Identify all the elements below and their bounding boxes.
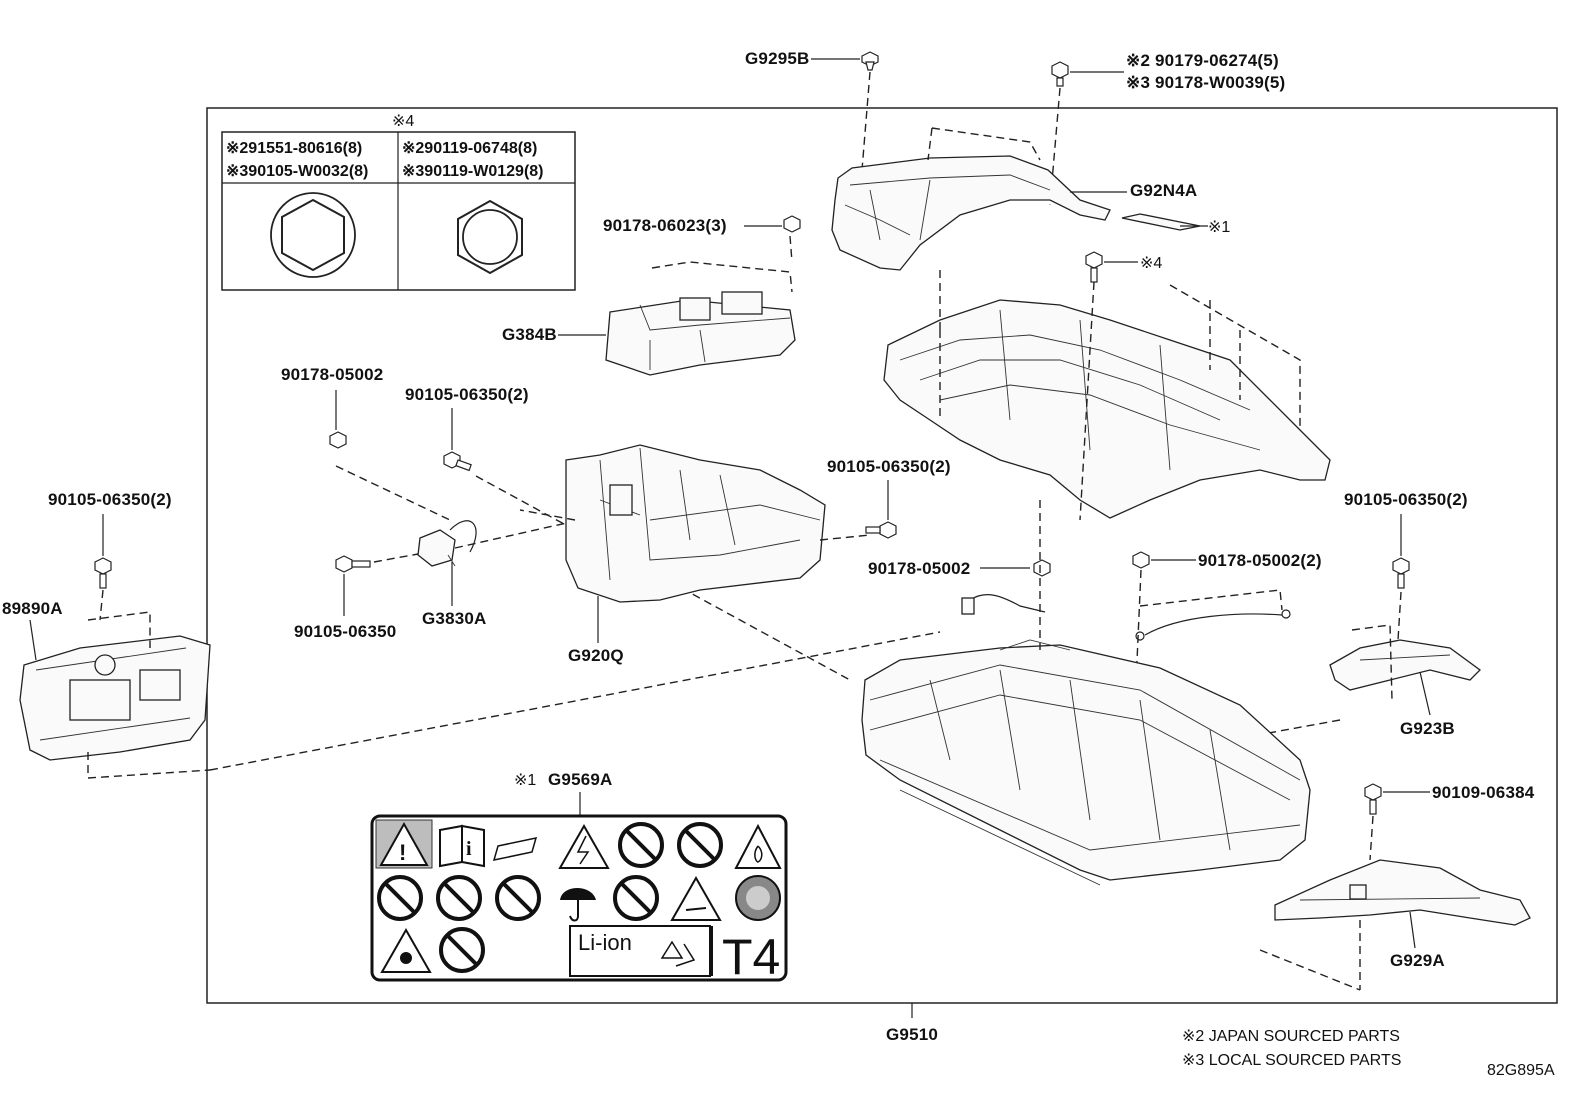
label-cover-bolt-local: ※3 90178-W0039(5)	[1126, 73, 1285, 92]
tool-cell-2: ※290119-06748(8)	[402, 140, 537, 157]
nut-90178-05002-pair[interactable]	[1132, 551, 1150, 569]
label-g9295b: G9295B	[745, 49, 810, 68]
bolt-note4[interactable]	[1085, 251, 1103, 283]
corrosive-icon	[670, 875, 722, 921]
no-disassemble-icon	[377, 875, 423, 921]
battery-stack[interactable]	[861, 500, 1311, 886]
recycle-icon	[660, 940, 696, 967]
li-ion-text: Li-ion	[578, 930, 632, 955]
no-children-icon	[439, 927, 485, 973]
caution-label-strip	[1121, 213, 1201, 231]
label-g923b: G923B	[1400, 719, 1455, 738]
clip-g9295b[interactable]	[861, 51, 879, 71]
bolt-cover-top[interactable]	[1051, 61, 1069, 87]
label-g9569a: G9569A	[548, 770, 613, 789]
no-drop-icon	[495, 875, 541, 921]
tool-cell-4: ※390119-W0129(8)	[402, 163, 544, 180]
hex-socket-icon	[270, 192, 356, 278]
label-bolt-90105-06350: 90105-06350	[294, 622, 396, 641]
flammable-icon	[734, 823, 782, 869]
nut-90178-06023[interactable]	[783, 215, 801, 233]
bolt-90105-06350-single[interactable]	[335, 555, 371, 573]
no-step-icon	[436, 875, 482, 921]
label-bolt-90109-06384: 90109-06384	[1432, 783, 1535, 802]
footnote-japan: ※2 JAPAN SOURCED PARTS	[1182, 1028, 1400, 1045]
no-touch-icon	[618, 822, 664, 868]
label-nut-90178-05002-2: 90178-05002(2)	[1198, 551, 1322, 570]
label-nut-90178-05002-b: 90178-05002	[868, 559, 970, 578]
svg-text:!: !	[399, 840, 406, 865]
label-g3830a: G3830A	[422, 609, 487, 628]
bolt-90105-06350-a[interactable]	[443, 451, 472, 472]
tool-cell-3: ※390105-W0032(8)	[226, 163, 368, 180]
manual-icon: i	[439, 824, 485, 868]
label-bolt-90105-06350-2b: 90105-06350(2)	[827, 457, 951, 476]
battery-ecu-89890a[interactable]	[19, 589, 211, 779]
label-g384b: G384B	[502, 325, 557, 344]
svg-text:i: i	[466, 838, 472, 860]
bolt-ecu[interactable]	[94, 557, 112, 589]
footnote-local: ※3 LOCAL SOURCED PARTS	[1182, 1052, 1401, 1069]
label-g920q: G920Q	[568, 646, 624, 665]
label-bolt-90105-06350-2a: 90105-06350(2)	[405, 385, 529, 404]
hex-nut-icon	[457, 199, 523, 275]
cable-short[interactable]	[961, 594, 1046, 615]
bolt-90109-06384[interactable]	[1364, 783, 1382, 815]
bracket-g920q[interactable]	[519, 444, 871, 603]
keep-dry-icon	[560, 888, 596, 922]
nut-90178-05002-center[interactable]	[1033, 559, 1051, 577]
no-water-icon	[613, 875, 659, 921]
battery-upper-cover[interactable]	[883, 270, 1331, 521]
no-fire-icon	[677, 822, 723, 868]
junction-box-g384b[interactable]	[605, 235, 796, 376]
tool-table-note: ※4	[392, 113, 414, 130]
bolt-g923b[interactable]	[1392, 557, 1410, 589]
bolt-90105-06350-b[interactable]	[865, 521, 897, 539]
bracket-g923b[interactable]	[1329, 591, 1481, 701]
upper-cover-g92n4a[interactable]	[831, 127, 1111, 271]
tool-cell-1: ※291551-80616(8)	[226, 140, 362, 157]
battery-tag-icon	[492, 837, 538, 861]
label-note4: ※4	[1140, 255, 1162, 272]
label-nut-90178-06023: 90178-06023(3)	[603, 216, 727, 235]
label-g92n4a: G92N4A	[1130, 181, 1197, 200]
bracket-g929a[interactable]	[1259, 859, 1531, 991]
high-voltage-icon	[558, 823, 610, 869]
label-89890a: 89890A	[2, 599, 63, 618]
label-g9510: G9510	[886, 1025, 938, 1044]
explosive-icon	[380, 927, 432, 973]
recycle-mark-icon	[735, 875, 781, 921]
label-bolt-90105-06350-2c: 90105-06350(2)	[48, 490, 172, 509]
cable-long[interactable]	[1135, 589, 1291, 641]
label-cover-bolt-jp: ※2 90179-06274(5)	[1126, 51, 1279, 70]
label-g9569a-note: ※1	[514, 772, 536, 789]
tool-table: ※4 ※291551-80616(8) ※290119-06748(8) ※39…	[221, 113, 576, 291]
label-nut-90178-05002-a: 90178-05002	[281, 365, 383, 384]
caution-label-g9569a[interactable]: ! i	[370, 814, 788, 985]
label-bolt-90105-06350-2d: 90105-06350(2)	[1344, 490, 1468, 509]
nut-90178-05002-left[interactable]	[329, 431, 347, 449]
sensor-g3830a[interactable]	[417, 520, 477, 567]
diagram-code: 82G895A	[1487, 1062, 1555, 1079]
assembly-frame	[206, 107, 1558, 1004]
class-t4-text: T4	[722, 929, 780, 985]
label-note1: ※1	[1208, 219, 1230, 236]
label-g929a: G929A	[1390, 951, 1445, 970]
